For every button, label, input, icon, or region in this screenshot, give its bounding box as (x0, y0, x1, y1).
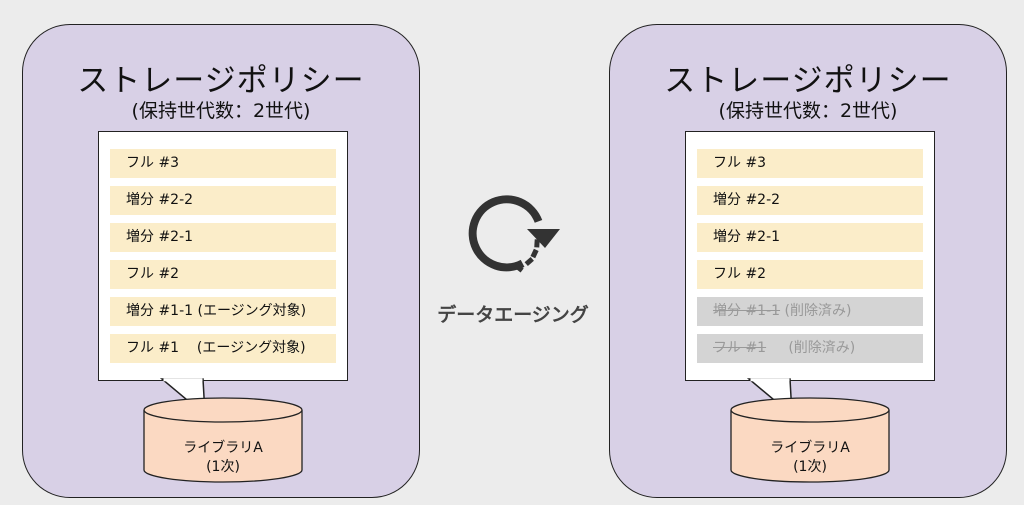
generation-name: フル #1 (713, 340, 767, 356)
policy-after: ストレージポリシー (保持世代数：2世代) フル #3 増分 #2-2 増分 #2-… (609, 24, 1007, 498)
policy-subtitle: (保持世代数：2世代) (131, 100, 311, 122)
library-cylinder (143, 397, 303, 483)
generation-name: 増分 #1-1 (126, 303, 194, 319)
policy-title: ストレージポリシー (77, 63, 365, 99)
generation-item: 増分 #2-2 (110, 186, 336, 215)
generation-name: フル #2 (713, 266, 767, 282)
generation-item: 増分 #1-1 (削除済み) (697, 297, 923, 326)
generation-name: フル #1 (126, 340, 180, 356)
generation-note: (削除済み) (766, 340, 856, 356)
generation-item: フル #2 (697, 260, 923, 289)
generation-name: 増分 #2-1 (713, 229, 781, 245)
generation-list: フル #3 増分 #2-2 増分 #2-1 フル #2 増分 #1-1 (エージング対象… (110, 149, 336, 371)
library-name: ライブラリA (770, 440, 850, 456)
generation-item: 増分 #1-1 (エージング対象) (110, 297, 336, 326)
generation-name: フル #3 (713, 155, 767, 171)
policy-title: ストレージポリシー (664, 63, 952, 99)
generation-item: 増分 #2-1 (697, 223, 923, 252)
generation-name: 増分 #2-2 (713, 192, 781, 208)
generation-item: フル #3 (110, 149, 336, 178)
refresh-cycle-icon (468, 195, 560, 273)
generation-name: 増分 #1-1 (713, 303, 781, 319)
generation-note: (エージング対象) (193, 303, 307, 319)
generation-item: フル #3 (697, 149, 923, 178)
policy-subtitle: (保持世代数：2世代) (718, 100, 898, 122)
generation-name: 増分 #2-1 (126, 229, 194, 245)
library-name: ライブラリA (183, 440, 263, 456)
generation-name: フル #3 (126, 155, 180, 171)
generation-item: フル #2 (110, 260, 336, 289)
generation-callout: フル #3 増分 #2-2 増分 #2-1 フル #2 増分 #1-1 (エージング対象… (98, 131, 348, 381)
library-tier: (1次) (793, 459, 827, 475)
library-cylinder (730, 397, 890, 483)
generation-note: (エージング対象) (179, 340, 306, 356)
policy-before: ストレージポリシー (保持世代数：2世代) フル #3 増分 #2-2 増分 #2-… (22, 24, 420, 498)
data-aging-label: データエージング (437, 304, 589, 326)
generation-item: 増分 #2-1 (110, 223, 336, 252)
generation-item: フル #1 (エージング対象) (110, 334, 336, 363)
generation-name: 増分 #2-2 (126, 192, 194, 208)
generation-item: 増分 #2-2 (697, 186, 923, 215)
generation-item: フル #1 (削除済み) (697, 334, 923, 363)
generation-name: フル #2 (126, 266, 180, 282)
library-tier: (1次) (206, 459, 240, 475)
generation-note: (削除済み) (780, 303, 852, 319)
